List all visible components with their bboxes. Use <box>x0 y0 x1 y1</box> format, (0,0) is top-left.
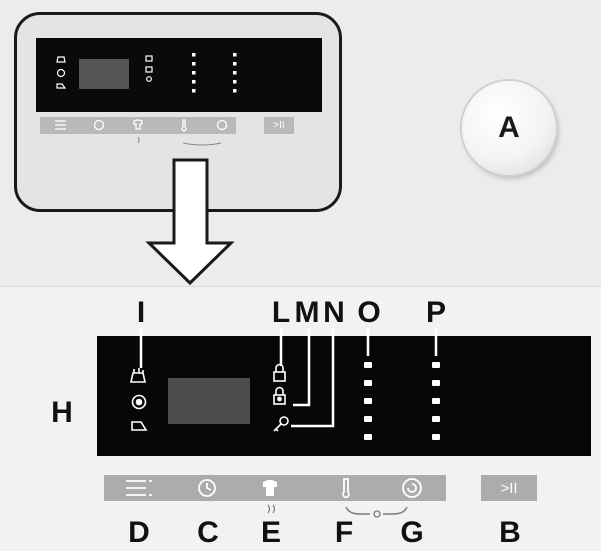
lock-with-child-icon <box>273 386 286 405</box>
inset-shirt-icon <box>133 119 143 130</box>
led-column-o <box>364 362 372 440</box>
stain-icon <box>130 368 146 383</box>
spiral-icon <box>402 478 422 498</box>
leader-lines <box>139 328 438 428</box>
menu-lines-icon <box>126 480 152 496</box>
inset-rinse-icon <box>56 83 67 89</box>
inset-lock-icons <box>145 55 153 82</box>
bracket-centre-icon <box>373 510 381 518</box>
thermometer-icon <box>342 478 350 499</box>
key-icon <box>273 416 289 432</box>
inset-bracket <box>182 142 222 146</box>
callout-p: P <box>425 296 446 329</box>
inset-spiral-icon <box>216 119 228 131</box>
callout-g: G <box>400 516 424 549</box>
inset-menu-icon <box>55 120 66 130</box>
inset-led-column-1 <box>192 53 196 93</box>
inset-child-lock-icon <box>145 66 153 73</box>
leader-m <box>293 328 311 407</box>
eco-circle-icon <box>131 394 147 410</box>
inset-strip-icons <box>55 119 228 132</box>
down-arrow-icon <box>145 158 235 286</box>
inset-stain-icon <box>56 56 66 63</box>
inset-button-strip <box>40 117 236 134</box>
callout-e: E <box>260 516 281 549</box>
callout-a: A <box>498 111 520 144</box>
main-lock-icons <box>273 363 289 432</box>
clock-icon <box>198 479 216 497</box>
inset-left-icons <box>56 56 67 89</box>
start-pause-button[interactable]: >II <box>481 475 537 501</box>
callout-n: N <box>323 296 345 329</box>
inset-key-icon <box>146 76 152 82</box>
inset-lock-icon <box>145 55 153 62</box>
callout-f: F <box>334 516 354 549</box>
callout-c: C <box>197 516 219 549</box>
callout-i: I <box>136 296 146 329</box>
inset-start-pause-button: >II <box>264 117 294 134</box>
button-strip <box>104 475 446 501</box>
inset-led-column-2 <box>233 53 237 93</box>
led-column-p <box>432 362 440 440</box>
lock-icon <box>273 363 286 382</box>
inset-eco-icon <box>56 68 66 78</box>
inset-thermometer-icon <box>181 119 187 132</box>
rinse-icon <box>131 421 148 431</box>
inset-steam-icon <box>137 136 140 144</box>
callout-d: D <box>128 516 150 549</box>
main-strip-icons <box>126 478 422 499</box>
callout-o: O <box>357 296 381 329</box>
steam-icon <box>267 504 276 514</box>
digital-readout <box>168 378 250 424</box>
bracket-icon <box>345 506 408 515</box>
shirt-steam-icon <box>263 480 277 496</box>
inset-readout <box>79 59 129 89</box>
callout-m: M <box>294 296 320 329</box>
on-off-button[interactable]: A <box>462 81 556 175</box>
callout-l: L <box>271 296 291 329</box>
callout-h: H <box>51 396 73 429</box>
inset-clock-icon <box>93 119 105 131</box>
main-left-icons <box>130 368 148 431</box>
callout-b: B <box>499 516 521 549</box>
leader-n <box>291 328 335 428</box>
